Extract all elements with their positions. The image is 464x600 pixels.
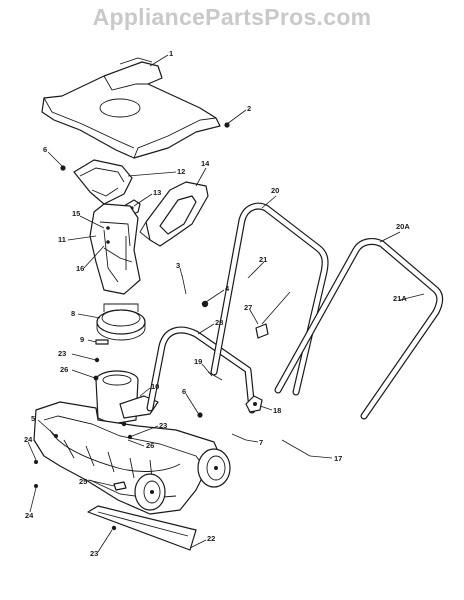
callout-26a[interactable]: 26: [60, 365, 68, 374]
callout-23c[interactable]: 23: [90, 549, 98, 558]
callout-28[interactable]: 28: [215, 318, 223, 327]
callout-11[interactable]: 11: [58, 235, 66, 244]
callout-18[interactable]: 18: [273, 406, 281, 415]
callout-22[interactable]: 22: [207, 534, 215, 543]
part-shave-plate[interactable]: [87, 505, 197, 551]
callout-24b[interactable]: 24: [25, 511, 34, 520]
callout-26b[interactable]: 26: [146, 441, 154, 450]
callout-19[interactable]: 19: [194, 357, 202, 366]
callout-20[interactable]: 20: [271, 186, 279, 195]
callout-21A[interactable]: 21A: [393, 294, 407, 303]
callout-14[interactable]: 14: [201, 159, 210, 168]
part-wheel-left[interactable]: [134, 473, 166, 511]
callout-labels: 1 2 3 4 5 6 6 7 8 9 10 11 12 13 14 15 16…: [24, 49, 410, 558]
callout-21[interactable]: 21: [259, 255, 267, 264]
callout-10[interactable]: 10: [151, 382, 159, 391]
part-upper-handle[interactable]: [210, 202, 329, 396]
callout-25[interactable]: 25: [79, 477, 87, 486]
part-cable-rod[interactable]: [255, 291, 291, 339]
callout-4[interactable]: 4: [225, 284, 230, 293]
callout-3[interactable]: 3: [176, 261, 180, 270]
callout-24a[interactable]: 24: [24, 435, 33, 444]
callout-2[interactable]: 2: [247, 104, 251, 113]
callout-1[interactable]: 1: [169, 49, 173, 58]
callout-leaders: [27, 54, 425, 553]
part-knob-18[interactable]: [245, 395, 263, 413]
callout-20A[interactable]: 20A: [396, 222, 410, 231]
callout-15[interactable]: 15: [72, 209, 80, 218]
callout-27[interactable]: 27: [244, 303, 252, 312]
part-chute-base[interactable]: [95, 370, 159, 425]
callout-8[interactable]: 8: [71, 309, 75, 318]
part-wheel-right[interactable]: [197, 448, 231, 488]
callout-23b[interactable]: 23: [159, 421, 167, 430]
part-hardware-misc[interactable]: [34, 122, 311, 531]
callout-23a[interactable]: 23: [58, 349, 66, 358]
part-lower-chute-body[interactable]: [89, 203, 141, 295]
part-lower-handle[interactable]: [146, 326, 256, 414]
callout-9[interactable]: 9: [80, 335, 84, 344]
callout-12[interactable]: 12: [177, 167, 185, 176]
callout-6b[interactable]: 6: [182, 387, 186, 396]
callout-7[interactable]: 7: [259, 438, 263, 447]
watermark-text: AppliancePartsPros.com: [92, 4, 372, 30]
callout-16[interactable]: 16: [76, 264, 84, 273]
callout-13[interactable]: 13: [153, 188, 161, 197]
callout-17[interactable]: 17: [334, 454, 342, 463]
part-upper-chute[interactable]: [73, 159, 133, 205]
part-chute-housing-cover[interactable]: [41, 57, 221, 159]
part-deflector-handle[interactable]: [139, 181, 209, 247]
part-chute-ring[interactable]: [96, 303, 146, 341]
callout-5[interactable]: 5: [31, 414, 35, 423]
part-upper-handle-alt[interactable]: [274, 238, 444, 420]
callout-6a[interactable]: 6: [43, 145, 47, 154]
